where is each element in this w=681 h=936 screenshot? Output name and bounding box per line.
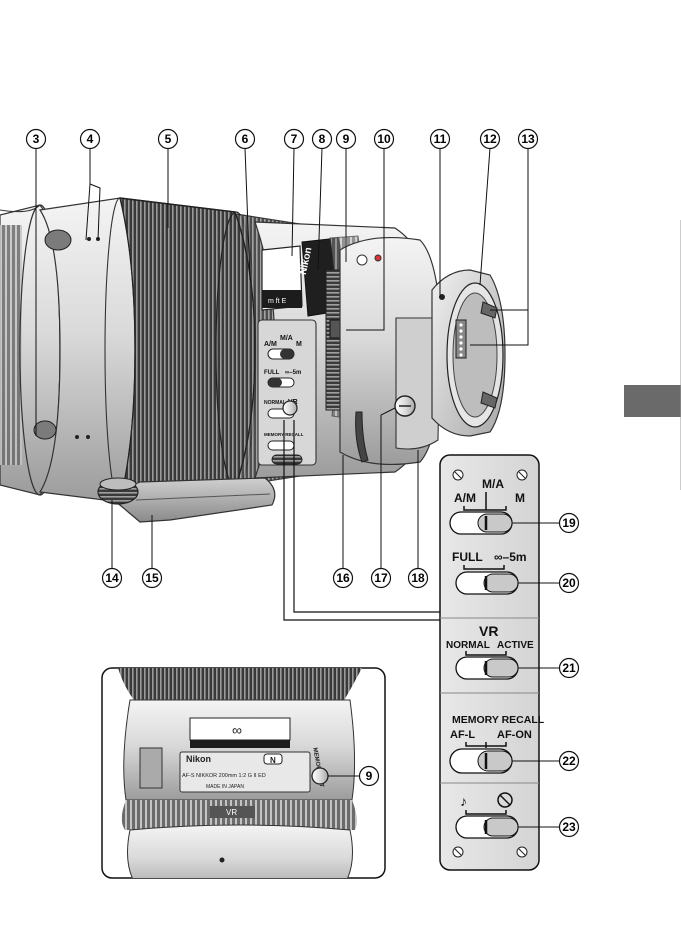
cpu-contacts (456, 320, 466, 358)
callout-top-10: 10 (375, 130, 394, 149)
callout-number: 20 (562, 576, 576, 590)
callout-top-3: 3 (27, 130, 46, 149)
callout-top-4: 4 (81, 130, 100, 149)
callout-right-20: 20 (560, 574, 579, 593)
focus-ring (120, 198, 255, 502)
sw22-title-label: MEMORY RECALL (452, 714, 545, 726)
callout-top-7: 7 (285, 130, 304, 149)
callout-top-6: 6 (236, 130, 255, 149)
body-range-left-label: FULL (264, 370, 280, 376)
callout-number: 18 (411, 571, 425, 585)
callout-number: 15 (145, 571, 159, 585)
inset-panel: ∞ Nikon N AF-S NIKKOR 200mm 1:2 G II ED … (100, 668, 385, 900)
callout-top-8: 8 (313, 130, 332, 149)
body-mode-right-label: M (296, 341, 302, 348)
callout-top-12: 12 (481, 130, 500, 149)
body-mode-mid-label: M/A (280, 335, 293, 342)
sw23-left-label: ♪ (460, 793, 467, 809)
callout-number: 10 (377, 132, 391, 146)
sw21-right-label: ACTIVE (497, 640, 534, 651)
callout-number: 11 (434, 132, 447, 146)
sw20-right-label: ∞–5m (494, 550, 527, 564)
callout-number: 3 (33, 132, 40, 146)
callout-top-11: 11 (431, 130, 450, 149)
body-mode-left-label: A/M (264, 341, 277, 348)
callout-number: 6 (242, 132, 249, 146)
sw22-right-label: AF-ON (497, 729, 532, 741)
callout-number: 19 (562, 516, 576, 530)
inset-memory-set-button (312, 768, 328, 784)
inset-brand: Nikon (186, 754, 211, 764)
collar-lock-knob (98, 478, 138, 504)
sw20-left-label: FULL (452, 550, 483, 564)
callout-number: 16 (336, 571, 350, 585)
inset-made-in: MADE IN JAPAN (206, 784, 244, 790)
section-tab (624, 385, 681, 417)
body-range-right-label: ∞–5m (285, 370, 301, 376)
inset-vr-label: VR (226, 808, 237, 817)
callout-number: 7 (291, 132, 298, 146)
main-lens-drawing: m ft E Nikon A/M M/A M FULL ∞–5m NORMAL … (0, 198, 505, 522)
inset-distance-mark: ∞ (232, 722, 242, 738)
callout-bottom-17: 17 (372, 569, 391, 588)
callout-bottom-18: 18 (409, 569, 428, 588)
callout-top-13: 13 (519, 130, 538, 149)
sw21-left-label: NORMAL (446, 640, 490, 651)
callout-number: 17 (374, 571, 388, 585)
callout-number: 14 (105, 571, 119, 585)
callout-number: 23 (562, 820, 576, 834)
callout-bottom-15: 15 (143, 569, 162, 588)
callout-right-19: 19 (560, 514, 579, 533)
callout-top-9: 9 (337, 130, 356, 149)
svg-text:N: N (270, 756, 276, 765)
callout-number: 9 (366, 769, 373, 783)
svg-text:m ft E: m ft E (268, 298, 287, 305)
callout-number: 4 (87, 132, 94, 146)
callout-bottom-14: 14 (103, 569, 122, 588)
body-vr-mode-label: NORMAL (264, 400, 286, 406)
sw19-middle-label: M/A (482, 477, 504, 491)
callout-right-21: 21 (560, 659, 579, 678)
callout-number: 22 (562, 754, 576, 768)
callout-number: 8 (319, 132, 326, 146)
callout-number: 9 (343, 132, 350, 146)
callout-number: 21 (562, 661, 576, 675)
callout-right-22: 22 (560, 752, 579, 771)
sw21-title-label: VR (479, 623, 498, 639)
sw22-left-label: AF-L (450, 729, 475, 741)
callout-top-5: 5 (159, 130, 178, 149)
callout-bottom-16: 16 (334, 569, 353, 588)
body-memory-set-button (283, 401, 297, 415)
inset-model: AF-S NIKKOR 200mm 1:2 G II ED (182, 773, 266, 779)
sw19-right-label: M (515, 491, 525, 505)
body-switch-strip: A/M M/A M FULL ∞–5m NORMAL VR MEMORY REC… (258, 320, 316, 465)
callout-number: 13 (521, 132, 535, 146)
callout-number: 12 (483, 132, 497, 146)
callout-inset-9: 9 (360, 767, 379, 786)
sw19-left-label: A/M (454, 491, 476, 505)
callout-right-23: 23 (560, 818, 579, 837)
callout-number: 5 (165, 132, 172, 146)
